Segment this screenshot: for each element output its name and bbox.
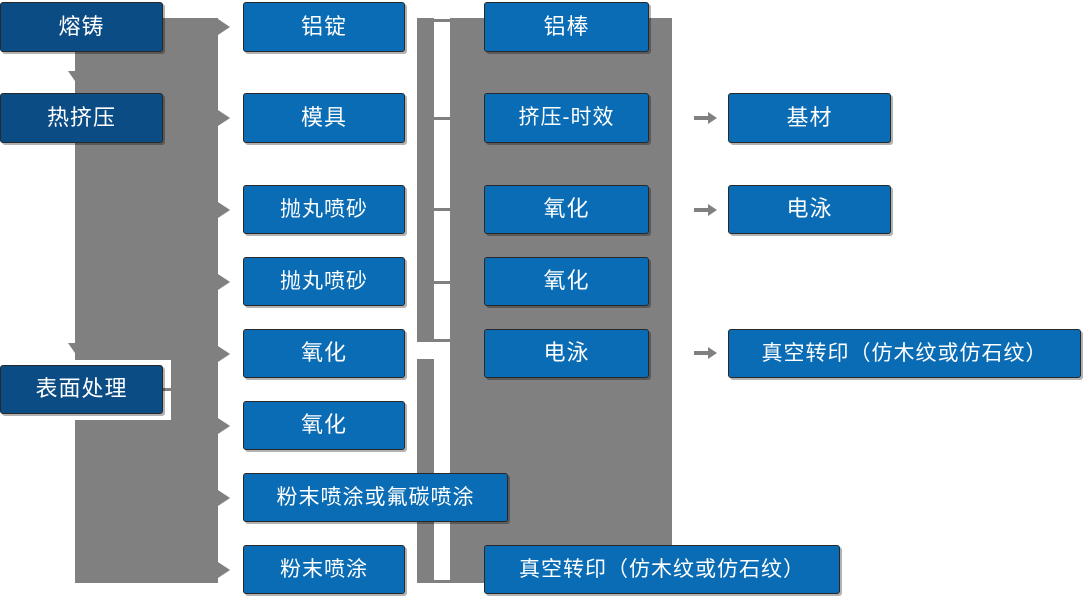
connector-arrow-blasting-2 [218,274,230,290]
connector-arrow-mould [218,110,230,126]
treatment-label-extrusion-aging: 挤压-时效 [518,106,615,130]
treatment-box-electrophoresis[interactable]: 电泳 [484,329,649,378]
connector-arrow-down-melt [68,71,82,81]
process-box-oxidation-1[interactable]: 氧化 [243,329,405,378]
result-label-electrophoresis: 电泳 [786,196,833,222]
treatment-label-oxidation-1: 氧化 [543,196,590,222]
process-label-powder-or-fluorocarbon: 粉末喷涂或氟碳喷涂 [276,485,475,509]
result-label-vacuum-transfer: 真空转印（仿木纹或仿石纹） [761,341,1048,365]
process-box-mould[interactable]: 模具 [243,93,405,143]
stage-box-melt-cast[interactable]: 熔铸 [0,2,163,52]
process-label-oxidation-1: 氧化 [300,340,347,366]
process-box-shot-blasting-1[interactable]: 抛丸喷砂 [243,185,405,234]
connector-bar-inputs-lower [417,359,434,583]
process-label-shot-blasting-1: 抛丸喷砂 [280,197,368,221]
process-box-shot-blasting-2[interactable]: 抛丸喷砂 [243,257,405,306]
connector-tie-1 [434,19,452,22]
result-box-substrate[interactable]: 基材 [728,93,891,143]
connector-tie-6 [434,580,452,583]
stage-box-hot-extrude[interactable]: 热挤压 [0,93,163,143]
process-box-powder-coating[interactable]: 粉末喷涂 [243,545,405,594]
treatment-label-vacuum-transfer: 真空转印（仿木纹或仿石纹） [519,557,805,581]
connector-tie-2 [434,117,452,120]
connector-arrow-electrophoresis [708,204,717,216]
result-box-vacuum-transfer[interactable]: 真空转印（仿木纹或仿石纹） [728,329,1081,378]
connector-tie-5 [434,339,452,342]
connector-arrow-powder-fluor [218,490,230,506]
connector-tie-3 [434,208,452,211]
treatment-box-aluminum-bar[interactable]: 铝棒 [484,2,649,52]
treatment-label-oxidation-2: 氧化 [543,268,590,294]
process-label-mould: 模具 [300,104,347,130]
stage-box-surface-treatment[interactable]: 表面处理 [0,365,163,414]
treatment-box-oxidation-2[interactable]: 氧化 [484,257,649,306]
connector-shaft-electrophoresis [694,208,710,212]
treatment-label-electrophoresis: 电泳 [543,340,590,366]
connector-tie-4 [434,281,452,284]
process-box-powder-or-fluorocarbon[interactable]: 粉末喷涂或氟碳喷涂 [243,473,508,522]
connector-arrow-vacuum-transfer [708,347,717,359]
connector-line-surface [163,388,183,391]
process-label-oxidation-2: 氧化 [300,412,347,438]
stage-label-surface-treatment: 表面处理 [35,376,128,402]
process-box-aluminum-ingot[interactable]: 铝锭 [243,2,405,52]
treatment-label-aluminum-bar: 铝棒 [543,13,590,39]
connector-bar-inputs-upper [417,18,434,342]
process-label-powder-coating: 粉末喷涂 [280,557,368,581]
connector-arrow-powder [218,562,230,578]
connector-arrow-oxidation-2 [218,418,230,434]
result-box-electrophoresis[interactable]: 电泳 [728,185,891,234]
connector-arrow-down-extrude [68,343,82,353]
stage-label-melt-cast: 熔铸 [58,13,105,39]
treatment-box-oxidation-1[interactable]: 氧化 [484,185,649,234]
connector-shaft-vacuum-transfer [694,351,710,355]
process-label-shot-blasting-2: 抛丸喷砂 [280,269,368,293]
connector-shaft-substrate [694,116,710,120]
connector-arrow-substrate [708,112,717,124]
connector-arrow-ingot [218,19,230,35]
connector-arrow-oxidation-1 [218,346,230,362]
treatment-box-vacuum-transfer[interactable]: 真空转印（仿木纹或仿石纹） [484,545,840,594]
result-label-substrate: 基材 [786,104,833,130]
process-box-oxidation-2[interactable]: 氧化 [243,401,405,450]
treatment-box-extrusion-aging[interactable]: 挤压-时效 [484,93,649,143]
stage-label-hot-extrude: 热挤压 [46,104,116,130]
connector-arrow-blasting-1 [218,202,230,218]
process-label-aluminum-ingot: 铝锭 [300,13,347,39]
